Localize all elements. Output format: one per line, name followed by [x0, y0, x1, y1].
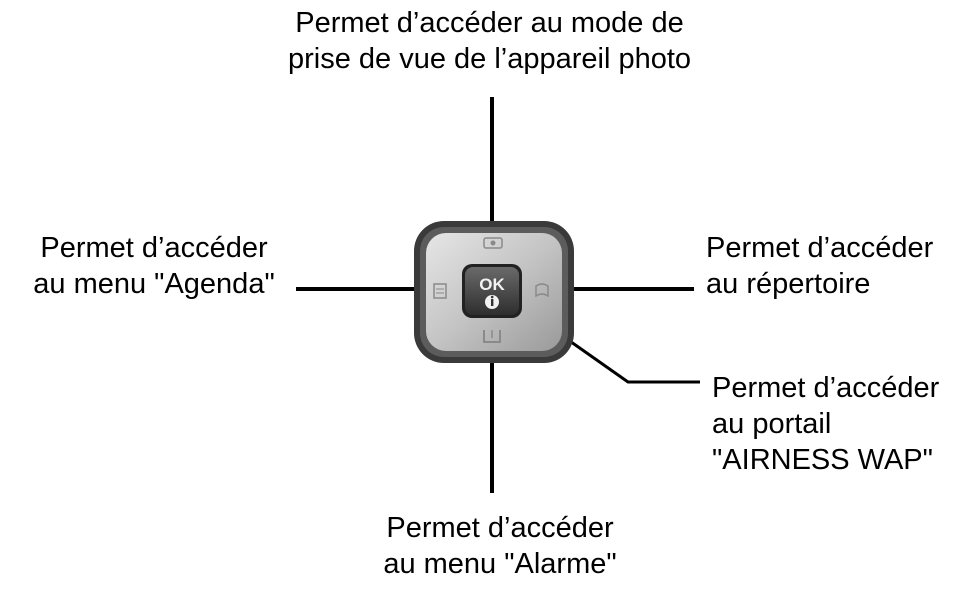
label-phonebook-line1: Permet d’accéder	[706, 232, 934, 264]
info-icon	[485, 295, 499, 309]
label-wap-portal: Permet d’accéder au portail "AIRNESS WAP…	[712, 370, 939, 478]
ok-button[interactable]: OK	[462, 264, 522, 318]
label-alarm-menu: Permet d’accéder au menu "Alarme"	[300, 510, 700, 582]
label-agenda-menu: Permet d’accéder au menu "Agenda"	[8, 230, 300, 302]
label-alarm-menu-line2: au menu "Alarme"	[383, 548, 617, 580]
label-camera-mode-line2: prise de vue de l’appareil photo	[287, 43, 692, 75]
label-camera-mode: Permet d’accéder au mode de prise de vue…	[0, 5, 979, 77]
label-wap-portal-line2: au portail	[712, 408, 832, 440]
navigation-keypad: OK	[414, 221, 574, 363]
label-wap-portal-line3: "AIRNESS WAP"	[712, 444, 933, 476]
alarm-icon[interactable]	[483, 330, 501, 343]
label-alarm-menu-line1: Permet d’accéder	[386, 512, 614, 544]
label-phonebook-line2: au répertoire	[706, 268, 871, 300]
camera-icon[interactable]	[483, 237, 503, 249]
label-phonebook: Permet d’accéder au répertoire	[706, 230, 933, 302]
phonebook-icon[interactable]	[535, 283, 549, 298]
label-wap-portal-line1: Permet d’accéder	[712, 372, 940, 404]
label-agenda-menu-line1: Permet d’accéder	[40, 232, 268, 264]
ok-button-label: OK	[479, 275, 505, 294]
label-agenda-menu-line2: au menu "Agenda"	[33, 268, 275, 300]
label-camera-mode-line1: Permet d’accéder au mode de	[295, 7, 684, 39]
agenda-icon[interactable]	[433, 283, 447, 299]
